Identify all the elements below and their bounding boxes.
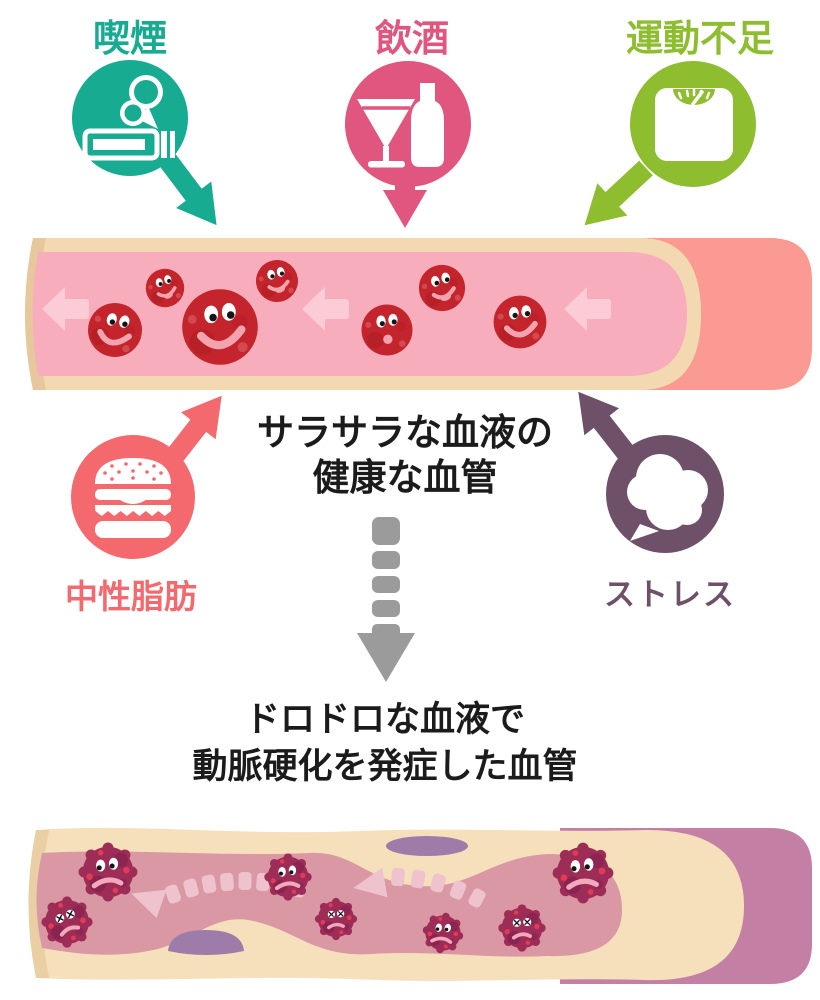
diseased-caption-line1: ドロドロな血液で <box>244 700 525 739</box>
cocktail-and-bottle-icon <box>357 83 444 168</box>
plaque-deposit-bottom <box>168 930 244 955</box>
bathroom-scale-icon <box>655 88 733 161</box>
progression-arrow <box>357 517 415 682</box>
healthy-caption-line1: サラサラな血液の <box>257 412 553 453</box>
healthy-vessel <box>25 238 812 390</box>
smoking-icon <box>72 60 235 239</box>
label-stress: ストレス <box>604 577 736 612</box>
label-drinking: 飲酒 <box>375 18 449 59</box>
inactivity-icon <box>569 61 756 242</box>
label-smoking: 喫煙 <box>93 18 167 59</box>
label-inactivity: 運動不足 <box>626 18 774 59</box>
cigarette-icon <box>82 75 175 161</box>
label-fat: 中性脂肪 <box>65 578 197 615</box>
diseased-vessel <box>28 827 812 984</box>
healthy-caption-line2: 健康な血管 <box>312 457 498 498</box>
healthy-vessel-caption: サラサラな血液の 健康な血管 <box>150 410 660 500</box>
drinking-icon <box>345 61 471 228</box>
hamburger-icon <box>95 458 171 538</box>
fat-icon <box>71 382 240 559</box>
diseased-vessel-caption: ドロドロな血液で 動脈硬化を発症した血管 <box>85 696 685 790</box>
stress-cloud-icon <box>627 454 708 541</box>
plaque-deposit-top <box>386 836 468 856</box>
stress-icon <box>560 378 724 553</box>
diseased-caption-line2: 動脈硬化を発症した血管 <box>192 747 578 786</box>
